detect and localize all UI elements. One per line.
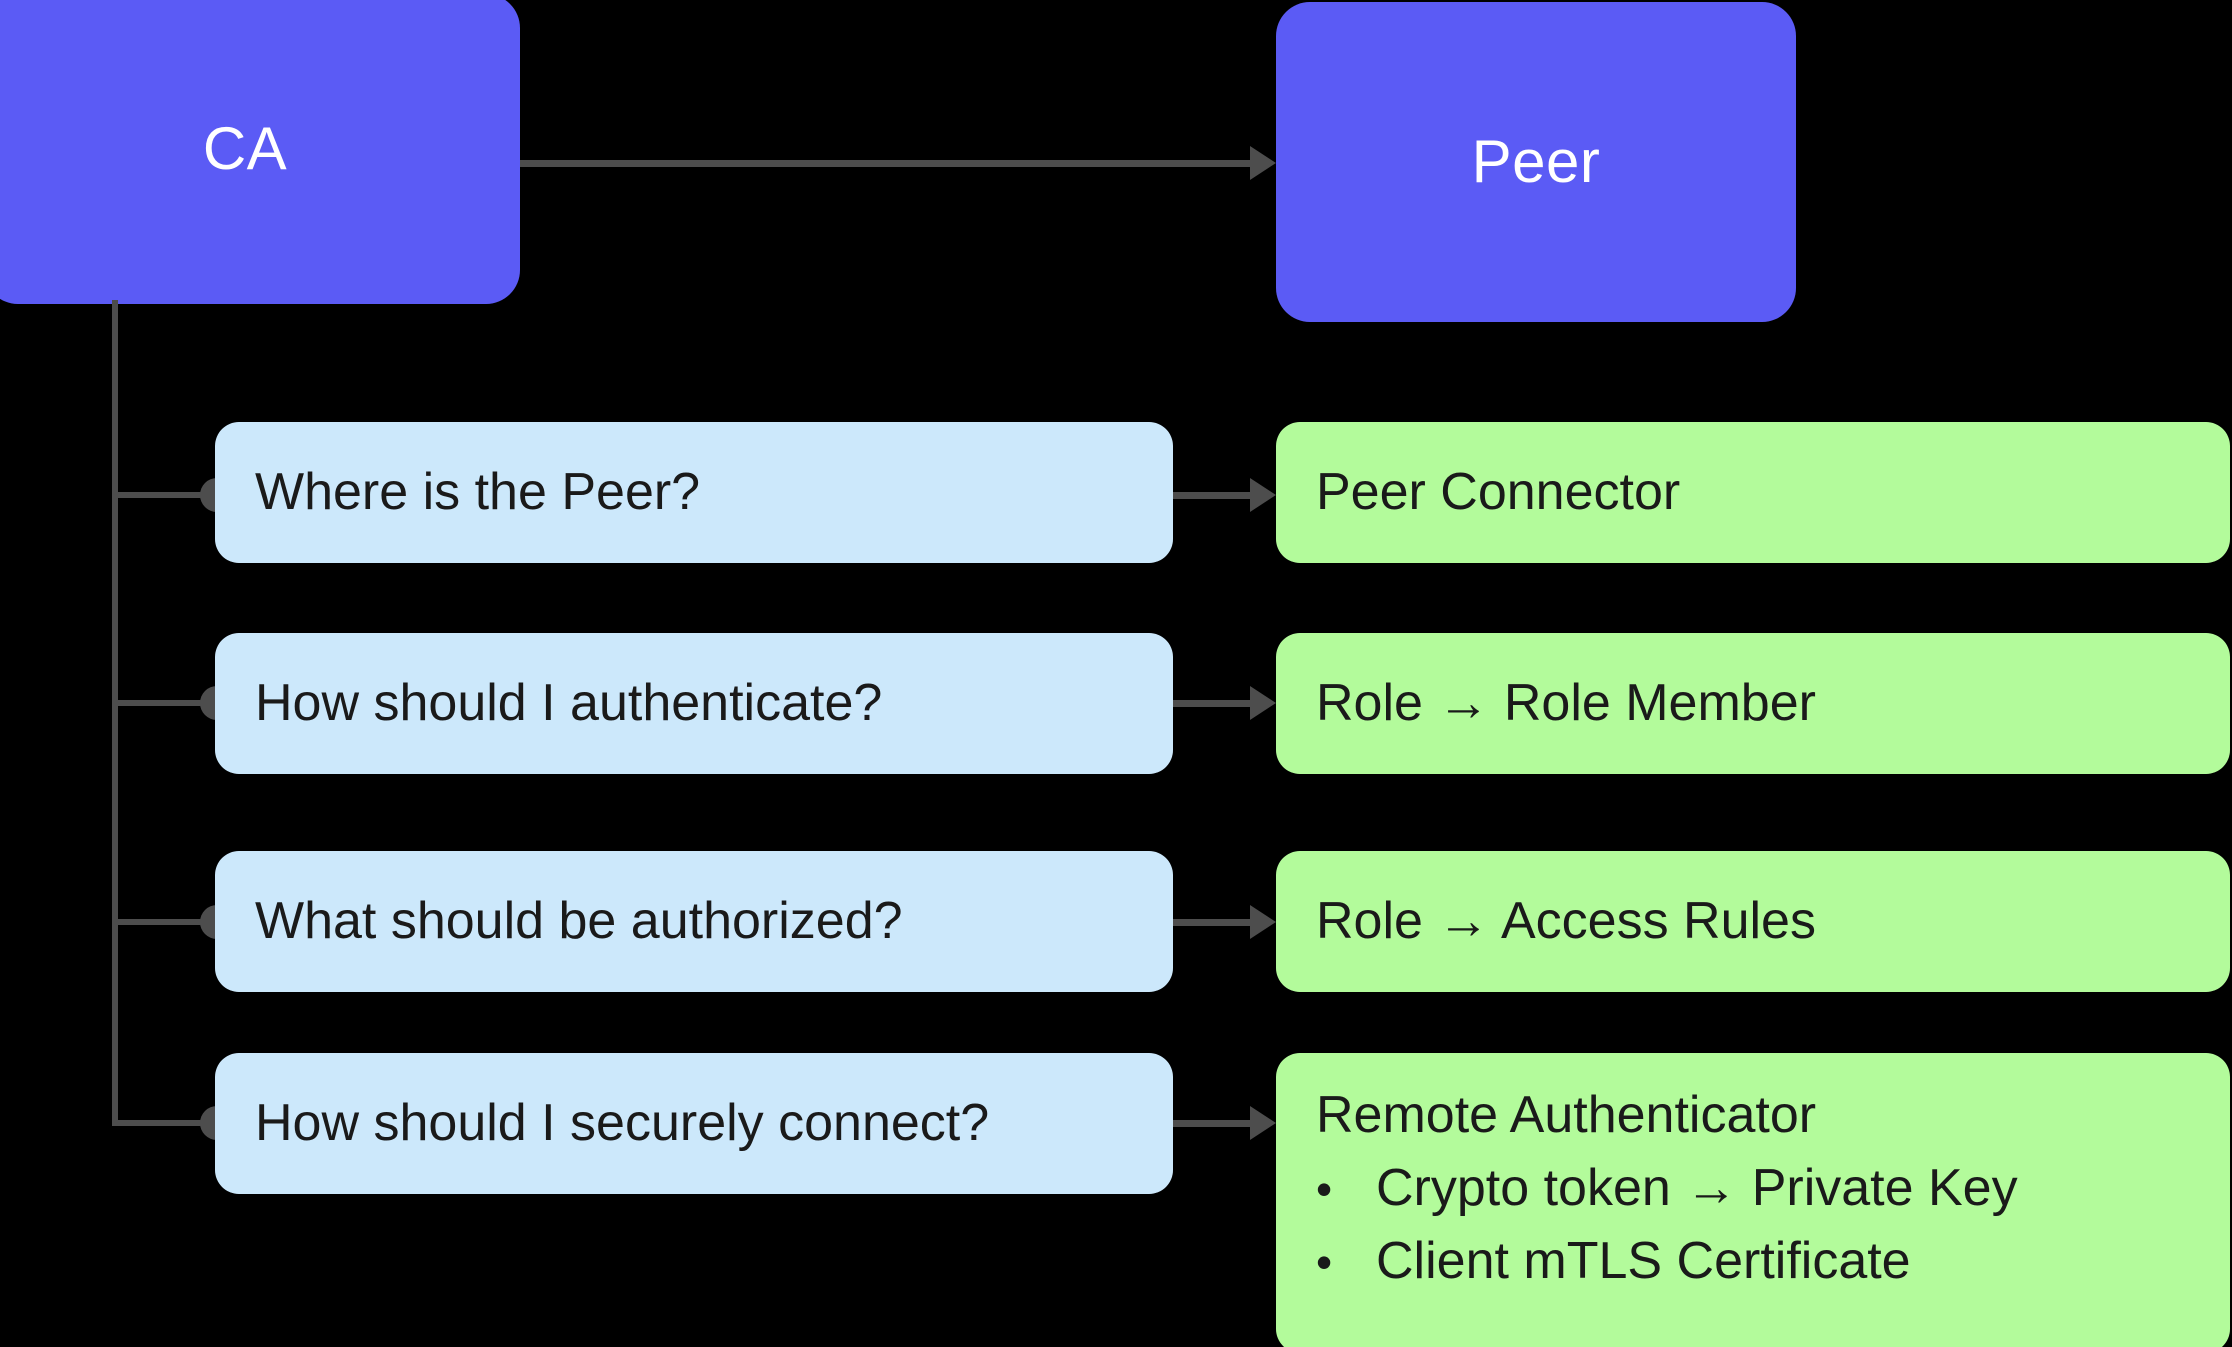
question-box-row-4[interactable]: How should I securely connect? [215, 1053, 1173, 1194]
answer-title-row-3: Role → Access Rules [1316, 891, 1816, 950]
arrow-row-1-line [1173, 492, 1253, 499]
question-box-row-2[interactable]: How should I authenticate? [215, 633, 1173, 774]
answer-box-row-2[interactable]: Role → Role Member [1276, 633, 2230, 774]
arrow-row-3-head [1250, 905, 1276, 939]
answer-bullet-text: Client mTLS Certificate [1376, 1232, 1911, 1291]
node-ca[interactable]: CA [0, 0, 520, 304]
arrow-row-2-head [1250, 686, 1276, 720]
bullet-icon: • [1316, 1236, 1333, 1289]
answer-title-row-1: Peer Connector [1316, 462, 1681, 521]
branch-line-row-3 [112, 919, 220, 925]
node-ca-label: CA [202, 115, 288, 182]
answer-box-row-3[interactable]: Role → Access Rules [1276, 851, 2230, 992]
answer-title-row-2: Role → Role Member [1316, 673, 1816, 732]
arrow-row-4-head [1250, 1106, 1276, 1140]
question-box-row-3[interactable]: What should be authorized? [215, 851, 1173, 992]
answer-title-row-4: Remote Authenticator [1316, 1086, 1817, 1144]
arrow-ca-to-peer-line [520, 160, 1250, 167]
branch-line-row-2 [112, 700, 220, 706]
branch-line-row-4 [112, 1120, 220, 1126]
answer-bullet-item: • Crypto token → Private Key [1316, 1159, 2230, 1218]
question-label-row-3: What should be authorized? [255, 891, 903, 950]
answer-bullet-item: • Client mTLS Certificate [1316, 1233, 2230, 1290]
answer-bullet-list-row-4: • Crypto token → Private Key • Client mT… [1316, 1144, 2230, 1290]
arrow-row-4-line [1173, 1120, 1253, 1127]
question-label-row-1: Where is the Peer? [255, 462, 701, 521]
answer-bullet-text: Crypto token → Private Key [1376, 1159, 2018, 1218]
trunk-connector-line [112, 300, 118, 1126]
branch-line-row-1 [112, 492, 220, 498]
question-label-row-2: How should I authenticate? [255, 673, 883, 732]
question-box-row-1[interactable]: Where is the Peer? [215, 422, 1173, 563]
arrow-ca-to-peer-head [1250, 146, 1276, 180]
arrow-row-3-line [1173, 919, 1253, 926]
node-peer-label: Peer [1471, 128, 1601, 195]
answer-box-row-1[interactable]: Peer Connector [1276, 422, 2230, 563]
bullet-icon: • [1316, 1163, 1333, 1216]
arrow-row-2-line [1173, 700, 1253, 707]
arrow-row-1-head [1250, 478, 1276, 512]
answer-box-row-4[interactable]: Remote Authenticator • Crypto token → Pr… [1276, 1053, 2230, 1347]
node-peer[interactable]: Peer [1276, 2, 1796, 322]
question-label-row-4: How should I securely connect? [255, 1093, 990, 1152]
